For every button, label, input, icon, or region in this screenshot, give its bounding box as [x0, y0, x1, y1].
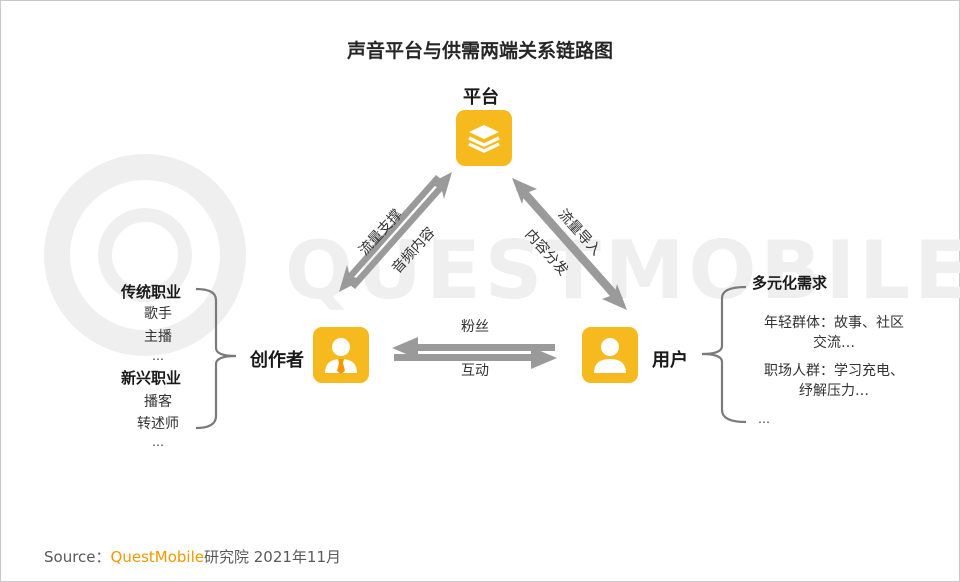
source-suffix: 研究院 2021年11月	[203, 548, 342, 566]
creator-groups: 传统职业 歌手 主播 … 新兴职业 播客 转述师 …	[96, 281, 206, 448]
arrow-platform-to-creator	[350, 172, 452, 289]
list-item: 年轻群体：故事、社区	[764, 315, 904, 331]
source-brand: QuestMobile	[110, 548, 204, 566]
user-person-icon	[582, 327, 638, 383]
creator-label: 创作者	[250, 350, 304, 371]
source-line: Source：QuestMobile研究院 2021年11月	[44, 546, 341, 567]
edge-label-creator-to-user: 粉丝	[461, 319, 489, 335]
list-item: 播客	[144, 394, 172, 410]
list-item: 歌手	[144, 306, 172, 322]
user-needs-title: 多元化需求	[752, 274, 828, 292]
arrow-creator-to-platform	[339, 175, 441, 292]
arrow-user-to-creator	[392, 337, 555, 359]
list-item: 主播	[144, 329, 172, 345]
group-title-emerging: 新兴职业	[120, 369, 181, 387]
creator-bracket	[195, 287, 237, 430]
list-item: …	[758, 412, 770, 426]
list-item: …	[152, 435, 164, 449]
platform-label: 平台	[463, 87, 499, 108]
group-title-traditional: 传统职业	[120, 283, 181, 301]
user-bracket	[701, 285, 747, 424]
list-item: 纾解压力…	[799, 383, 869, 399]
list-item: 交流…	[813, 335, 855, 351]
diagram-title: 声音平台与供需两端关系链路图	[346, 40, 613, 62]
edge-label-user-to-creator: 互动	[461, 363, 489, 379]
source-prefix: Source：	[44, 548, 111, 566]
list-item: …	[152, 349, 164, 363]
user-label: 用户	[652, 350, 688, 371]
arrow-creator-to-user	[394, 347, 557, 369]
user-needs-list: 年轻群体：故事、社区 交流… 职场人群：学习充电、 纾解压力…	[744, 313, 924, 401]
list-item: 转述师	[137, 416, 179, 432]
list-item: 职场人群：学习充电、	[764, 363, 904, 379]
creator-person-icon	[313, 327, 369, 383]
layers-icon	[456, 110, 512, 166]
arrow-user-to-platform	[516, 186, 627, 310]
